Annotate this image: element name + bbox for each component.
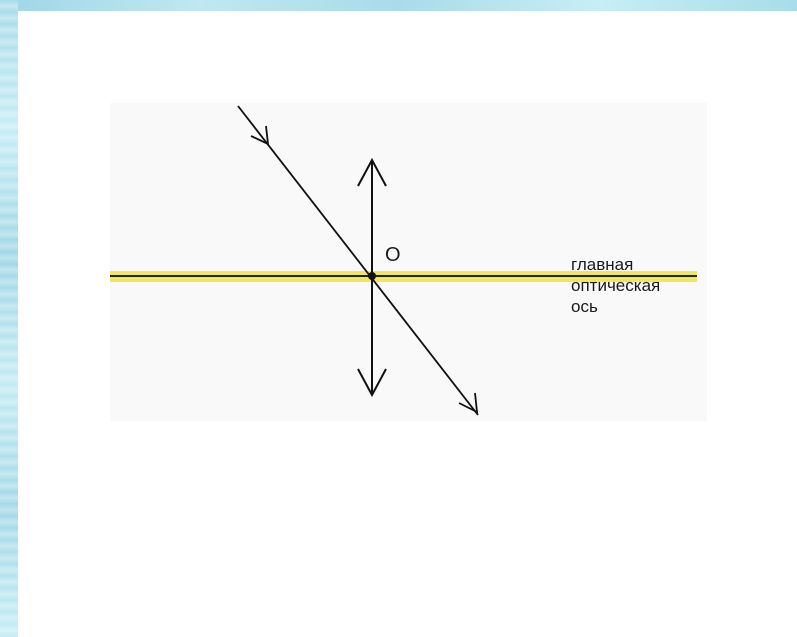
- optical-axis-label: главная оптическая ось: [571, 254, 660, 317]
- lens-top-arrowhead: [357, 157, 387, 187]
- ray-arrow-outgoing: [458, 392, 479, 414]
- axis-label-line-2: оптическая: [571, 276, 661, 295]
- decorative-frame-left: [0, 0, 18, 637]
- lens-bottom-arrowhead: [357, 368, 387, 398]
- optical-center-point: [368, 272, 376, 280]
- diagram-panel: [110, 103, 707, 421]
- light-ray: [237, 105, 479, 416]
- axis-label-line-1: главная: [571, 255, 634, 274]
- optical-center-label: O: [385, 244, 401, 266]
- decorative-frame-top: [0, 0, 797, 11]
- axis-label-line-3: ось: [571, 297, 598, 316]
- ray-arrow-incoming: [250, 125, 270, 146]
